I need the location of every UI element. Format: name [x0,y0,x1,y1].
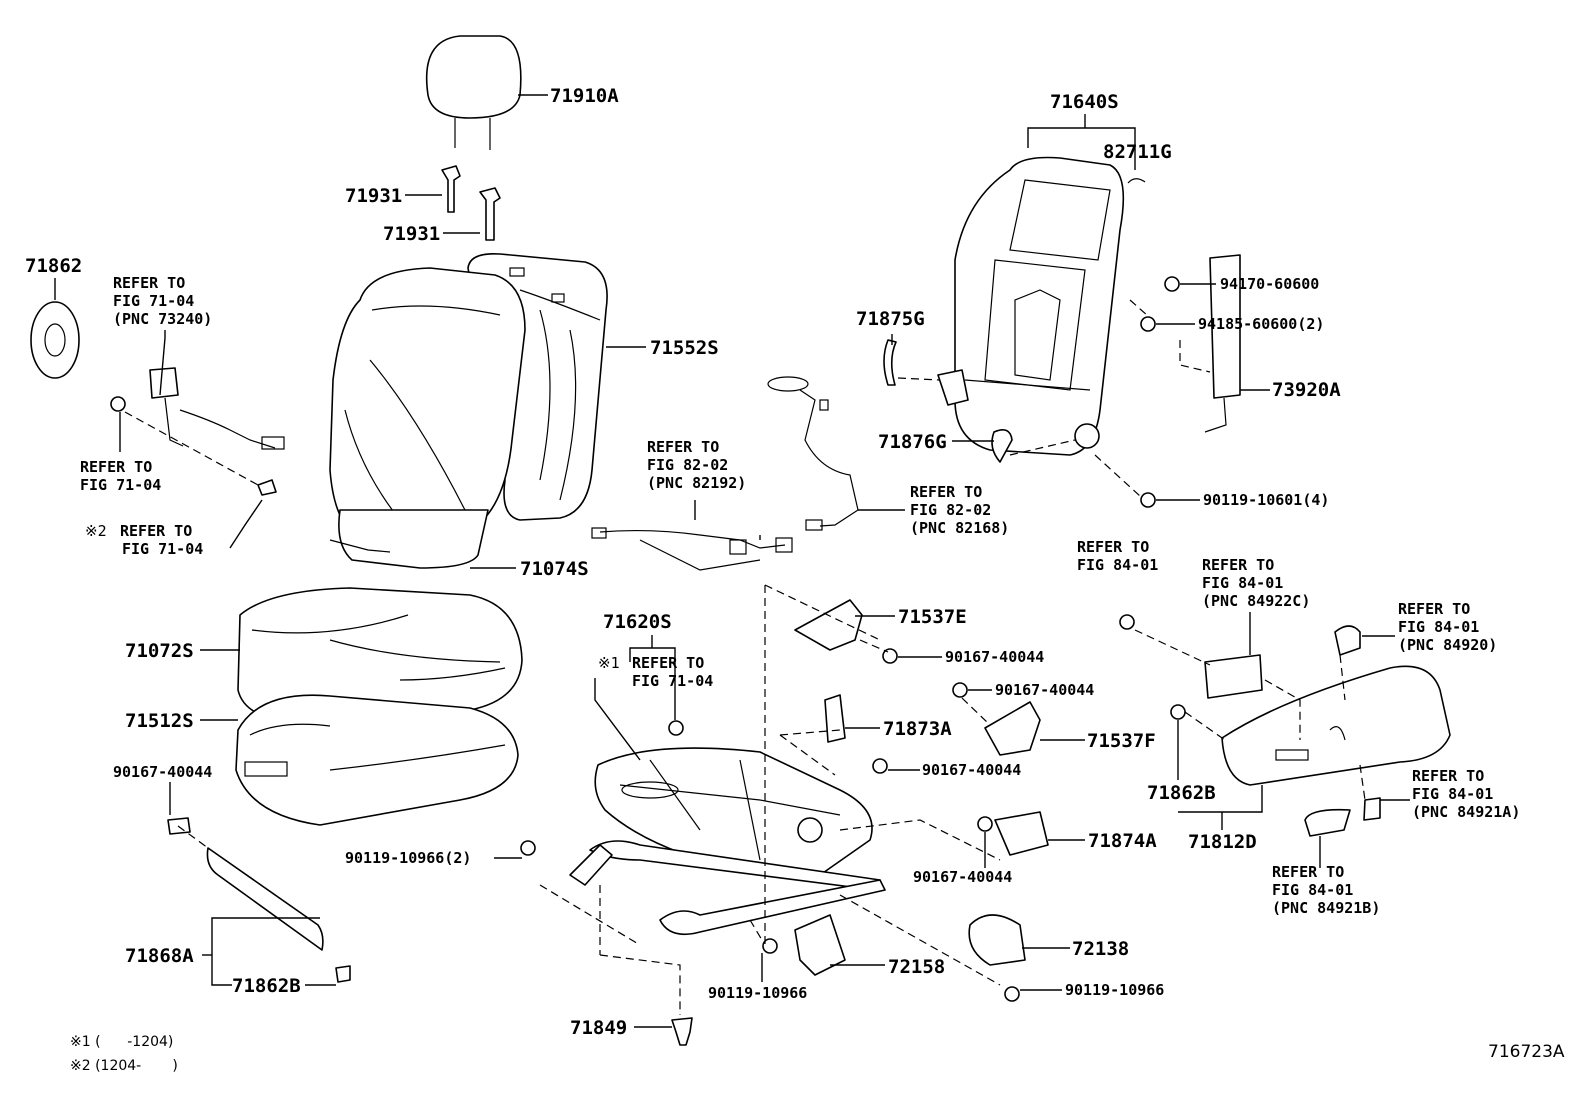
ref-fig84-01-pnc84922c: REFER TO FIG 84-01 (PNC 84922C) [1202,556,1310,610]
ref-fig84-01: REFER TO FIG 84-01 [1077,538,1158,574]
ref-fig71-04-mark2: REFER TO FIG 71-04 [120,522,203,558]
leader-lines [54,94,1410,1028]
part-labels: 71910A 71931 71931 71862 71552S 71074S 7… [25,85,1565,1062]
seatback-cover-drawing [329,252,608,569]
mark-2: ※2 [85,522,107,540]
label-71072S: 71072S [125,640,194,662]
label-71512S: 71512S [125,710,194,732]
label-90167-40044-a: 90167-40044 [945,648,1044,666]
label-90167-40044-b: 90167-40044 [995,681,1094,699]
label-94185-60600: 94185-60600(2) [1198,315,1324,333]
label-90119-10966-2: 90119-10966(2) [345,849,471,867]
label-71876G: 71876G [878,431,947,453]
label-71931-upper: 71931 [345,185,402,207]
left-small-parts [30,301,351,983]
label-72138: 72138 [1072,938,1129,960]
label-71862B-left: 71862B [232,975,301,997]
dashed-lines [124,299,1366,1015]
label-71862: 71862 [25,255,82,277]
ref-fig84-01-pnc84921b: REFER TO FIG 84-01 (PNC 84921B) [1272,863,1380,917]
label-71812D: 71812D [1188,831,1257,853]
headrest-drawing [425,35,522,241]
ref-fig84-01-pnc84920: REFER TO FIG 84-01 (PNC 84920) [1398,600,1497,654]
label-71875G: 71875G [856,308,925,330]
footnote-1: ※1 ( -1204) [70,1034,173,1050]
label-71868A: 71868A [125,945,194,967]
label-71874A: 71874A [1088,830,1157,852]
label-71552S: 71552S [650,337,719,359]
seatback-frame-drawing [883,156,1241,508]
wire-harness-drawing [591,376,859,571]
label-71931-lower: 71931 [383,223,440,245]
footnote-2: ※2 (1204- ) [70,1058,178,1074]
ref-fig71-04-mark1: REFER TO FIG 71-04 [632,654,713,690]
label-71640S: 71640S [1050,91,1119,113]
label-72158: 72158 [888,956,945,978]
label-71910A: 71910A [550,85,619,107]
label-71537F: 71537F [1087,730,1156,752]
ref-fig82-02-pnc82192: REFER TO FIG 82-02 (PNC 82192) [647,438,746,492]
label-71620S: 71620S [603,611,672,633]
label-90119-10966-b: 90119-10966 [1065,981,1164,999]
label-90167-40044-d: 90167-40044 [913,868,1012,886]
mark-1: ※1 [598,654,620,672]
ref-fig71-04-left: REFER TO FIG 71-04 [80,458,161,494]
seat-track-drawing [520,599,1049,1046]
label-90167-40044-c: 90167-40044 [922,761,1021,779]
cushion-cover-drawing [235,587,523,826]
part-drawings [30,35,1451,1046]
label-82711G: 82711G [1103,141,1172,163]
label-73920A: 73920A [1272,379,1341,401]
label-94170-60600: 94170-60600 [1220,275,1319,293]
footnotes: ※1 ( -1204) ※2 (1204- ) [70,1034,178,1074]
label-71862B-right: 71862B [1147,782,1216,804]
label-71537E: 71537E [898,606,967,628]
ref-fig71-04-pnc73240: REFER TO FIG 71-04 (PNC 73240) [113,274,212,328]
ref-fig84-01-pnc84921a: REFER TO FIG 84-01 (PNC 84921A) [1412,767,1520,821]
label-90119-10601: 90119-10601(4) [1203,491,1329,509]
reference-notes: REFER TO FIG 71-04 (PNC 73240) REFER TO … [80,274,1520,917]
ref-fig82-02-pnc82168: REFER TO FIG 82-02 (PNC 82168) [910,483,1009,537]
figure-id: 716723A [1488,1042,1565,1062]
label-71849: 71849 [570,1017,627,1039]
label-90167-40044-left: 90167-40044 [113,763,212,781]
label-71873A: 71873A [883,718,952,740]
label-90119-10966-a: 90119-10966 [708,984,807,1002]
label-71074S: 71074S [520,558,589,580]
